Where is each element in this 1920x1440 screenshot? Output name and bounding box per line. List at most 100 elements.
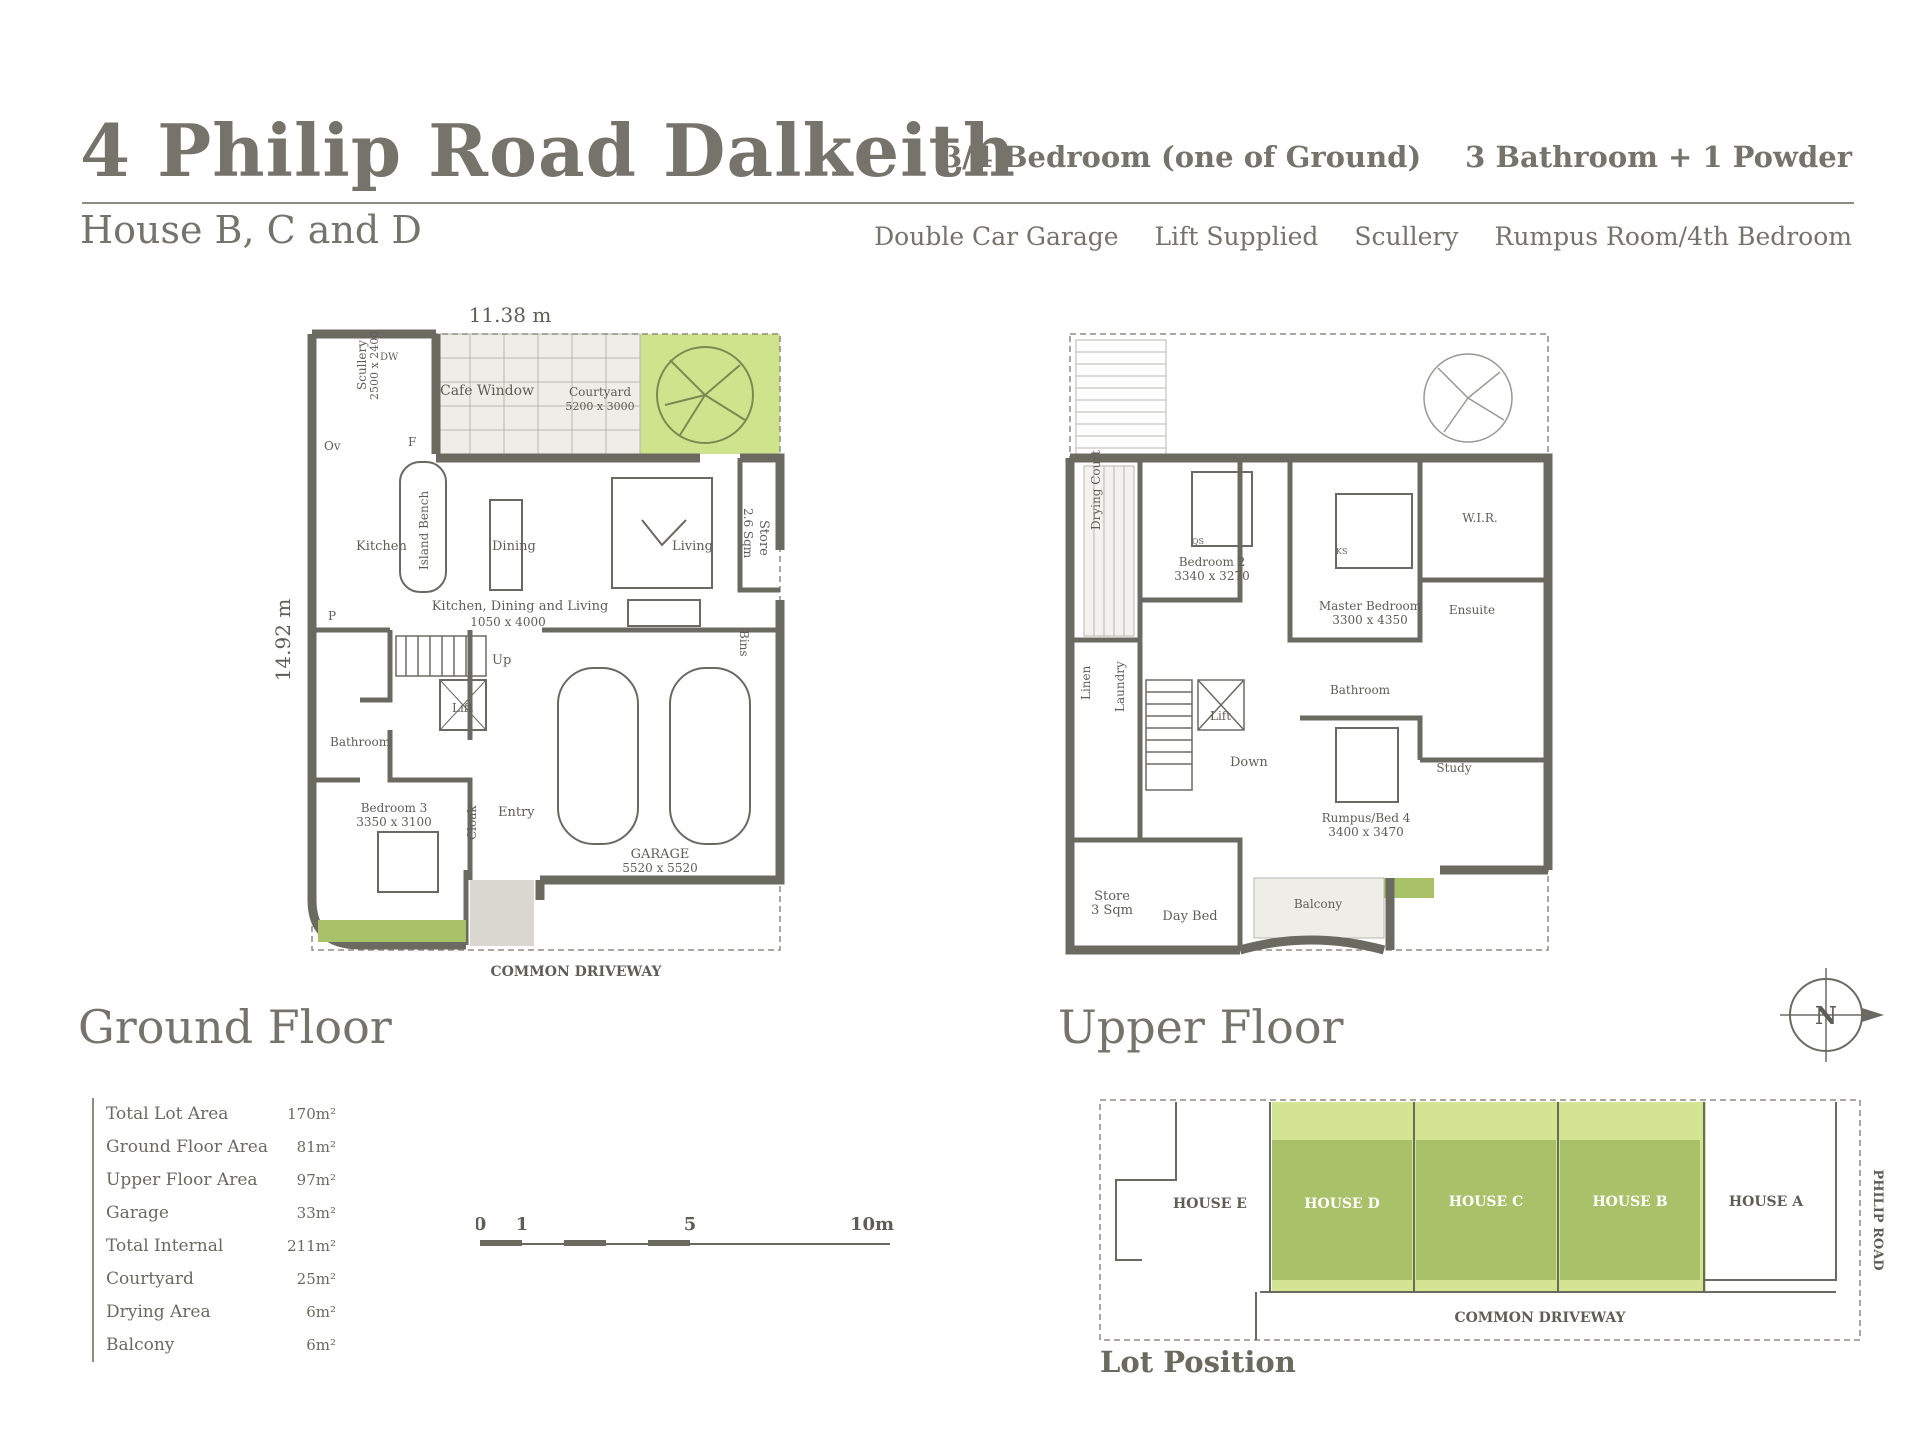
entry-label: Entry [498,805,535,820]
qs-label: QS [1192,537,1204,546]
upper-floor-label: Upper Floor [1058,1000,1344,1054]
tree-symbol [1423,353,1513,443]
ground-floor-plan: 11.38 m 14.92 m Scullery 2500 x 2400 DW … [271,303,785,980]
laundry-label: Laundry [1113,661,1127,712]
p-label: P [328,609,336,623]
lot-house-label: HOUSE E [1173,1196,1247,1212]
compass-arrow [1862,1008,1884,1022]
scale-tick: 0 [476,1214,486,1235]
linen-label: Linen [1079,665,1093,700]
feature-item: Double Car Garage [874,222,1119,251]
rumpus-label: Rumpus/Bed 4 [1322,811,1411,825]
courtyard-size: 5200 x 3000 [565,400,634,413]
header-rule [82,202,1854,204]
garage-size: 5520 x 5520 [622,861,697,875]
scullery-label: Scullery [355,340,369,390]
lot-house-d [1272,1140,1412,1280]
lot-house-label: HOUSE C [1449,1194,1523,1210]
scale-tick: 1 [516,1214,529,1235]
bathroom-label: Bathroom [1330,683,1391,697]
north-compass: N [1780,968,1884,1062]
up-label: Up [492,653,511,668]
courtyard-lawn [640,334,780,454]
lot-driveway-label: COMMON DRIVEWAY [1454,1310,1626,1326]
balcony-planter [1384,878,1434,898]
bedrooms-spec: 3/4 Bedroom (one of Ground) [941,140,1422,174]
drying-court-label: Drying Court [1089,450,1103,530]
master-size: 3300 x 4350 [1332,613,1407,627]
bedroom2-size: 3340 x 3270 [1174,569,1249,583]
tree-symbol [656,346,754,444]
lot-position-plan: HOUSE E HOUSE D HOUSE C HOUSE B HOUSE A … [1099,1099,1885,1341]
dw-label: DW [380,352,399,363]
feature-item: Scullery [1354,222,1459,251]
study-label: Study [1436,761,1471,775]
planter-strip [318,920,466,942]
rumpus-size: 3400 x 3470 [1328,825,1403,839]
upper-floor-plan: Drying Court Bedroom 2 3340 x 3270 QS KS… [1065,333,1553,955]
bathroom-label: Bathroom [330,735,391,749]
store-size: 2.6 Sqm [741,508,755,559]
wir-label: W.I.R. [1462,511,1497,525]
depth-dimension: 14.92 m [271,599,295,682]
lift-label: Lift [452,701,473,715]
ensuite-label: Ensuite [1449,603,1495,617]
page-subtitle: House B, C and D [80,208,422,252]
ov-label: Ov [324,439,341,453]
f-label: F [408,435,416,449]
dining-label: Dining [492,539,536,554]
living-label: Living [672,539,713,554]
island-bench-label: Island Bench [417,491,431,570]
courtyard-label: Courtyard [569,385,631,399]
bedroom3-label: Bedroom 3 [361,801,428,815]
scullery-size: 2500 x 2400 [368,331,381,400]
store-size: 3 Sqm [1091,903,1133,918]
bins-label: Bins [737,630,751,657]
scale-tick: 5 [684,1214,697,1235]
ks-label: KS [1336,547,1347,556]
lot-house-label: HOUSE D [1304,1196,1379,1212]
kitchen-label: Kitchen [356,539,407,554]
lot-house-c [1416,1140,1556,1280]
lot-house-label: HOUSE B [1592,1194,1667,1210]
master-label: Master Bedroom [1319,599,1422,613]
cafe-window-label: Cafe Window [440,383,534,399]
balcony-label: Balcony [1294,897,1342,911]
lot-road-label: PHILIP ROAD [1870,1169,1885,1270]
bathrooms-spec: 3 Bathroom + 1 Powder [1465,140,1852,174]
lot-position-title: Lot Position [1100,1345,1296,1379]
cloak-label: Cloak [465,805,479,840]
lot-house-b [1560,1140,1700,1280]
bedroom3-size: 3350 x 3100 [356,815,431,829]
feature-item: Lift Supplied [1154,222,1319,251]
kdl-label: Kitchen, Dining and Living [432,599,609,614]
width-dimension: 11.38 m [469,303,552,327]
scale-bar: 0 1 5 10m [476,1214,894,1246]
compass-letter: N [1815,1001,1837,1030]
bedroom2-label: Bedroom 2 [1179,555,1246,569]
lift-label: Lift [1210,709,1231,723]
kdl-size: 1050 x 4000 [470,615,545,629]
down-label: Down [1230,755,1268,770]
garage-label: GARAGE [631,847,690,862]
page-title: 4 Philip Road Dalkeith [80,108,1017,193]
ground-floor-label: Ground Floor [78,1000,392,1054]
feature-list: Double Car Garage Lift Supplied Scullery… [874,222,1852,251]
store-label: Store [1094,889,1130,904]
scale-tick: 10m [850,1214,894,1235]
day-bed-label: Day Bed [1162,909,1217,924]
feature-item: Rumpus Room/4th Bedroom [1494,222,1853,251]
driveway-label: COMMON DRIVEWAY [490,964,662,980]
lot-house-label: HOUSE A [1729,1194,1804,1210]
store-label: Store [756,520,771,556]
entry-pad [470,880,534,946]
